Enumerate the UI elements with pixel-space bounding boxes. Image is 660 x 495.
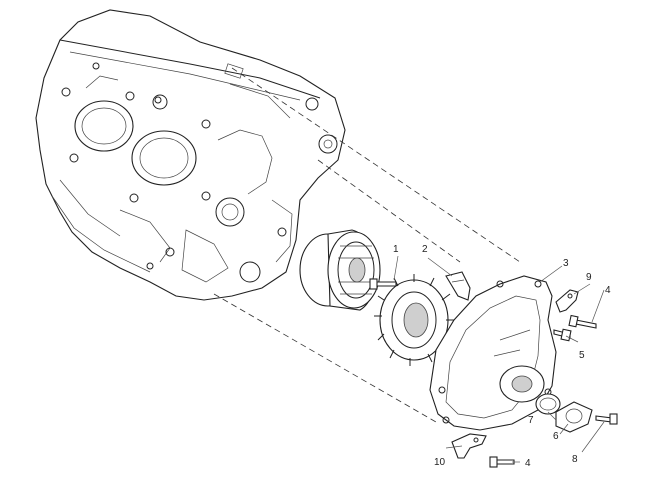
o-ring-7	[535, 393, 561, 415]
flywheel-rotor	[299, 229, 381, 311]
callout-4-bottom: 4	[525, 458, 531, 469]
callout-8: 8	[572, 454, 578, 465]
alignment-lines	[213, 67, 521, 423]
callout-2: 2	[422, 244, 428, 255]
gasket-plate-6	[555, 401, 593, 433]
screw-8	[595, 413, 618, 425]
bracket-10	[451, 433, 487, 459]
leader-lines	[393, 255, 605, 463]
callout-3: 3	[563, 258, 569, 269]
screw-5	[553, 328, 572, 342]
cable-clip-9	[555, 289, 579, 313]
callout-10: 10	[434, 457, 446, 468]
cable-grommet-2	[445, 271, 471, 301]
callout-1: 1	[393, 244, 399, 255]
bolt-1	[369, 278, 397, 290]
callout-4-top: 4	[605, 285, 611, 296]
screw-4-bottom	[489, 456, 515, 468]
callout-7: 7	[528, 415, 534, 426]
screw-4-top	[568, 314, 597, 329]
generator-cover-3	[429, 275, 557, 431]
callout-5: 5	[579, 350, 585, 361]
stator	[374, 274, 456, 366]
engine-crankcase	[35, 9, 346, 301]
callout-labels: 1 2 3 4 5 6 7 8 9 10 4	[393, 244, 611, 469]
callout-9: 9	[586, 272, 592, 283]
callout-6: 6	[553, 431, 559, 442]
